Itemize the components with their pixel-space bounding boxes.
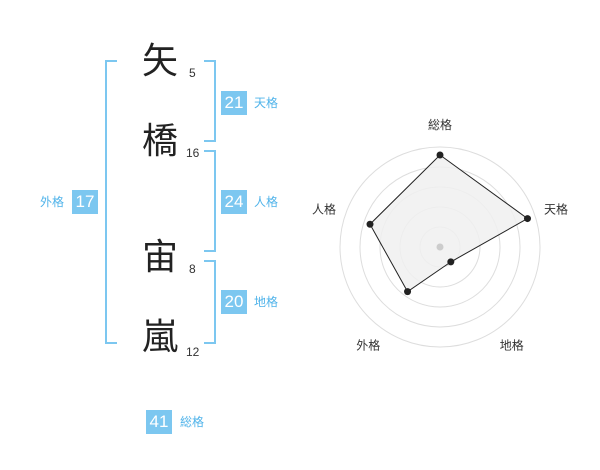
radar-axis-label: 地格	[500, 338, 524, 353]
chikaku-label: 地格	[254, 295, 279, 309]
tenkaku-value: 21	[221, 91, 247, 115]
soukaku-value: 41	[146, 410, 172, 434]
radar-series-area	[369, 154, 529, 293]
soukaku-label: 総格	[180, 415, 205, 429]
radar-data-point	[366, 220, 374, 228]
radar-data-point	[404, 288, 412, 296]
tenkaku-bracket	[204, 60, 216, 142]
name-char-2: 橋	[141, 121, 178, 162]
gaikaku-label: 外格	[40, 195, 65, 209]
radar-axis-label: 総格	[428, 117, 452, 132]
radar-center-dot	[436, 243, 444, 251]
name-char-3: 宙	[141, 237, 178, 278]
name-char-4: 嵐	[141, 317, 178, 358]
stroke-count-1: 5	[189, 66, 196, 80]
chikaku-bracket	[204, 260, 216, 344]
radar-data-point	[436, 151, 444, 159]
stroke-count-2: 16	[186, 146, 200, 160]
name-char-1: 矢	[141, 41, 178, 82]
chikaku-value: 20	[221, 290, 247, 314]
radar-grid-ring	[339, 146, 541, 348]
radar-axis-label: 天格	[544, 201, 568, 216]
radar-data-point	[523, 215, 531, 223]
jinkaku-label: 人格	[254, 195, 279, 209]
radar-axis-label: 外格	[356, 338, 380, 353]
gaikaku-value: 17	[72, 190, 98, 214]
jinkaku-value: 24	[221, 190, 247, 214]
radar-axis-label: 人格	[312, 201, 336, 216]
stroke-count-3: 8	[189, 262, 196, 276]
radar-data-point	[447, 258, 455, 266]
stroke-count-4: 12	[186, 345, 200, 359]
jinkaku-bracket	[204, 150, 216, 252]
gaikaku-bracket	[105, 60, 117, 344]
tenkaku-label: 天格	[254, 96, 279, 110]
